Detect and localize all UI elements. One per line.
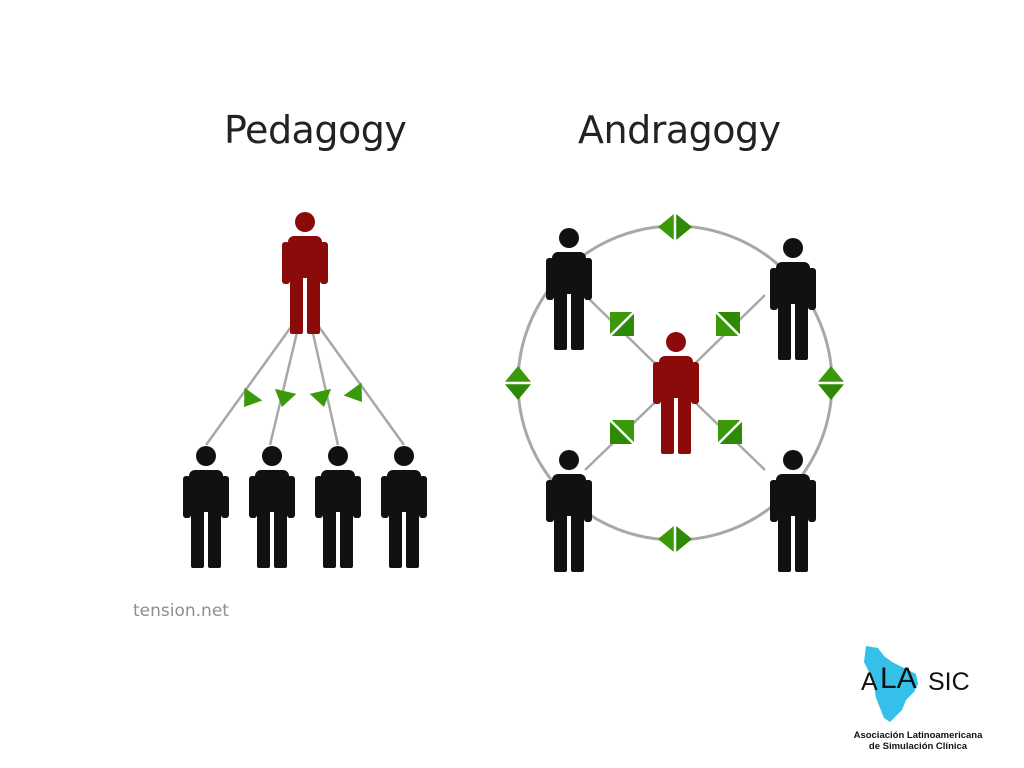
double-arrow: [609, 419, 635, 445]
double-arrow: [658, 525, 692, 553]
andragogy-title: Andragogy: [578, 108, 781, 152]
logo-letter-a: A: [861, 668, 878, 696]
spoke-arrows: [609, 311, 743, 445]
andragogy-diagram: [504, 213, 845, 572]
rim-arrows: [504, 213, 845, 553]
logo-subtitle-1: Asociación Latinoamericana: [853, 730, 983, 741]
teacher-figure: [282, 212, 328, 334]
facilitator-figure: [653, 332, 699, 454]
pedagogy-arrows: [235, 382, 371, 414]
logo-subtitle-2: de Simulación Clínica: [868, 741, 968, 752]
arrow-down-3: [309, 388, 335, 410]
pedagogy-links: [204, 319, 406, 446]
double-arrow: [717, 419, 743, 445]
arrow-down-4: [343, 382, 371, 409]
learner-figure: [249, 446, 295, 568]
latin-america-map-icon: [864, 646, 918, 722]
learner-figure: [546, 228, 592, 350]
double-arrow: [658, 213, 692, 241]
alasic-logo: A LA SIC Asociación Latinoamericana de S…: [844, 640, 994, 760]
pedagogy-diagram: [183, 212, 427, 568]
logo-letters-sic: SIC: [928, 668, 970, 696]
arrow-down-2: [271, 388, 297, 410]
learner-figure: [315, 446, 361, 568]
learner-figure: [770, 450, 816, 572]
double-arrow: [817, 366, 845, 400]
double-arrow: [609, 311, 635, 337]
learner-figure: [770, 238, 816, 360]
double-arrow: [504, 366, 532, 400]
double-arrow: [715, 311, 741, 337]
source-credit: tension.net: [133, 601, 229, 621]
logo-letters-la: LA: [880, 662, 917, 695]
pedagogy-title: Pedagogy: [224, 108, 407, 152]
learner-figure: [183, 446, 229, 568]
learner-figure: [381, 446, 427, 568]
